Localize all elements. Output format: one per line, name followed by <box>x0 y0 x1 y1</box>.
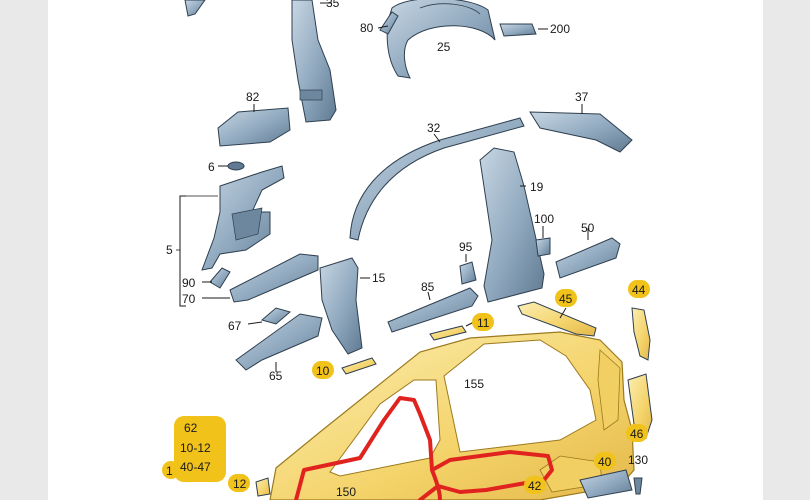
part-70-member <box>202 253 319 303</box>
red-marker-outline <box>294 396 554 500</box>
label-150: 150 <box>336 485 356 499</box>
badge-44 <box>628 280 650 298</box>
badge-10 <box>312 361 334 379</box>
part-44-panel <box>631 307 651 361</box>
part-12-clip <box>255 477 271 497</box>
part-50-sill <box>555 228 621 279</box>
label-10: 10 <box>316 364 330 378</box>
label-1: 1 <box>166 464 173 478</box>
part-5-inner-panel <box>176 165 285 307</box>
part-11-strip <box>429 321 475 341</box>
label-200: 200 <box>550 22 570 36</box>
part-85-sill <box>387 287 479 333</box>
label-12: 12 <box>233 477 247 491</box>
label-80: 80 <box>360 21 374 35</box>
label-44: 44 <box>632 283 646 297</box>
part-37-rail <box>529 104 633 153</box>
label-40: 40 <box>598 455 612 469</box>
label-65: 65 <box>269 369 283 383</box>
part-90-bracket <box>202 267 231 289</box>
badge-40 <box>594 452 616 470</box>
label-40-47: 40-47 <box>180 460 211 474</box>
part-67-bracket <box>247 307 292 325</box>
badge-11 <box>472 313 494 331</box>
label-6: 6 <box>208 160 215 174</box>
label-45: 45 <box>559 292 573 306</box>
part-labels: 35 80 25 200 82 37 32 6 19 5 100 50 95 9… <box>166 0 648 499</box>
label-85: 85 <box>421 280 435 294</box>
badge-1-group <box>162 416 226 482</box>
label-155: 155 <box>464 377 484 391</box>
part-80-arch-trim <box>377 11 399 35</box>
label-32: 32 <box>427 121 441 135</box>
part-46-panel <box>627 373 653 439</box>
label-5: 5 <box>166 243 173 257</box>
label-10-12: 10-12 <box>180 441 211 455</box>
label-35: 35 <box>326 0 340 10</box>
part-35-pillar <box>291 0 337 123</box>
label-67: 67 <box>228 319 242 333</box>
label-42: 42 <box>528 479 542 493</box>
part-19-b-pillar <box>479 147 545 303</box>
label-19: 19 <box>530 180 544 194</box>
label-37: 37 <box>575 90 589 104</box>
label-50: 50 <box>581 221 595 235</box>
part-200-clip <box>499 23 548 37</box>
body-side-panel <box>269 331 635 500</box>
label-130: 130 <box>628 453 648 467</box>
badge-12 <box>228 474 250 492</box>
part-25-wheel-arch <box>386 0 496 79</box>
badge-46 <box>626 424 648 442</box>
label-46: 46 <box>630 427 644 441</box>
label-100: 100 <box>534 212 554 226</box>
label-11: 11 <box>477 316 490 330</box>
label-90: 90 <box>182 276 196 290</box>
part-95-bracket <box>459 254 477 285</box>
label-15: 15 <box>372 271 386 285</box>
part-82-panel <box>217 104 291 147</box>
part-top-left-bracket <box>184 0 206 17</box>
badge-42 <box>524 476 546 494</box>
label-62: 62 <box>184 421 198 435</box>
part-6-clip <box>218 161 245 171</box>
label-95: 95 <box>459 240 473 254</box>
part-45-strip <box>517 301 597 337</box>
label-25: 25 <box>437 40 451 54</box>
part-32-roof-rail <box>349 117 525 241</box>
badge-45 <box>555 289 577 307</box>
part-130-bolt <box>633 477 643 495</box>
part-10-strip <box>341 357 377 375</box>
label-70: 70 <box>182 292 196 306</box>
part-15-a-pillar-lower <box>319 257 370 355</box>
part-65-front-member <box>235 313 323 372</box>
part-100-bracket <box>535 226 551 257</box>
label-82: 82 <box>246 90 260 104</box>
